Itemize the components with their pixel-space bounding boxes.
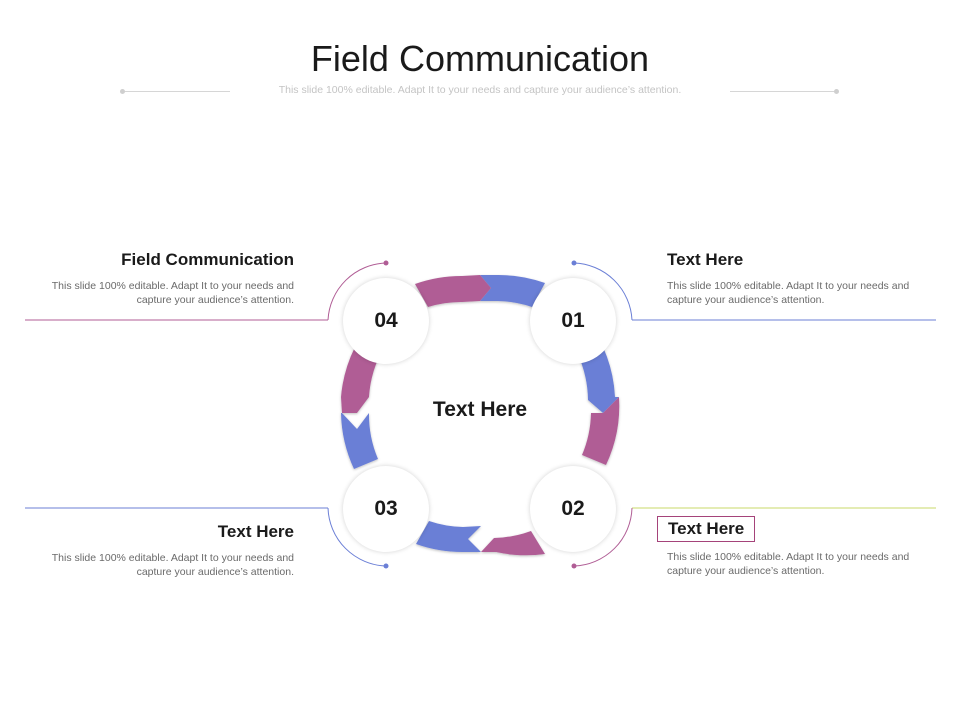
ring-segment-bottom-right <box>481 531 545 556</box>
step-number-03: 03 <box>343 466 429 552</box>
step-body-04: This slide 100% editable. Adapt It to yo… <box>51 280 294 306</box>
step-heading-01: Text Here <box>667 250 744 269</box>
step-number-01: 01 <box>530 278 616 364</box>
connector-01 <box>573 262 633 321</box>
connector-01-dot <box>571 260 577 266</box>
connector-03-dot <box>383 563 389 569</box>
step-heading-02[interactable]: Text Here <box>657 516 756 542</box>
subtitle-rule-left <box>124 91 230 92</box>
subtitle-rule-right-dot <box>834 89 839 94</box>
ring-segment-top-left <box>415 275 491 307</box>
step-number-02: 02 <box>530 466 616 552</box>
page-title: Field Communication <box>310 38 650 79</box>
ring-segment-left-upper <box>341 347 379 413</box>
connector-03 <box>327 507 387 567</box>
step-body-03: This slide 100% editable. Adapt It to yo… <box>51 552 294 578</box>
connector-02-dot <box>571 563 577 569</box>
subtitle-rule-left-dot <box>120 89 125 94</box>
step-body-02: This slide 100% editable. Adapt It to yo… <box>667 551 910 577</box>
ring-segment-left-lower <box>341 413 378 469</box>
ring-segment-right-upper <box>579 347 619 413</box>
step-number-04: 04 <box>343 278 429 364</box>
ring-segment-top <box>480 274 545 307</box>
step-block-02: Text Here This slide 100% editable. Adap… <box>657 516 917 578</box>
connector-04 <box>327 262 387 321</box>
step-heading-03: Text Here <box>217 522 294 541</box>
connector-02 <box>573 507 633 567</box>
subtitle-rule-right <box>730 91 836 92</box>
ring-segment-bottom-left <box>416 521 481 553</box>
step-block-01: Text Here This slide 100% editable. Adap… <box>667 250 917 307</box>
step-block-04: Field Communication This slide 100% edit… <box>44 250 294 307</box>
step-block-03: Text Here This slide 100% editable. Adap… <box>44 522 294 579</box>
step-heading-04: Field Communication <box>121 250 294 269</box>
page-subtitle: This slide 100% editable. Adapt It to yo… <box>278 84 682 96</box>
connector-04-dot <box>383 260 389 266</box>
ring-segment-right-lower <box>582 397 620 465</box>
step-body-01: This slide 100% editable. Adapt It to yo… <box>667 280 910 306</box>
cycle-ring <box>341 274 620 556</box>
center-label: Text Here <box>432 398 528 421</box>
